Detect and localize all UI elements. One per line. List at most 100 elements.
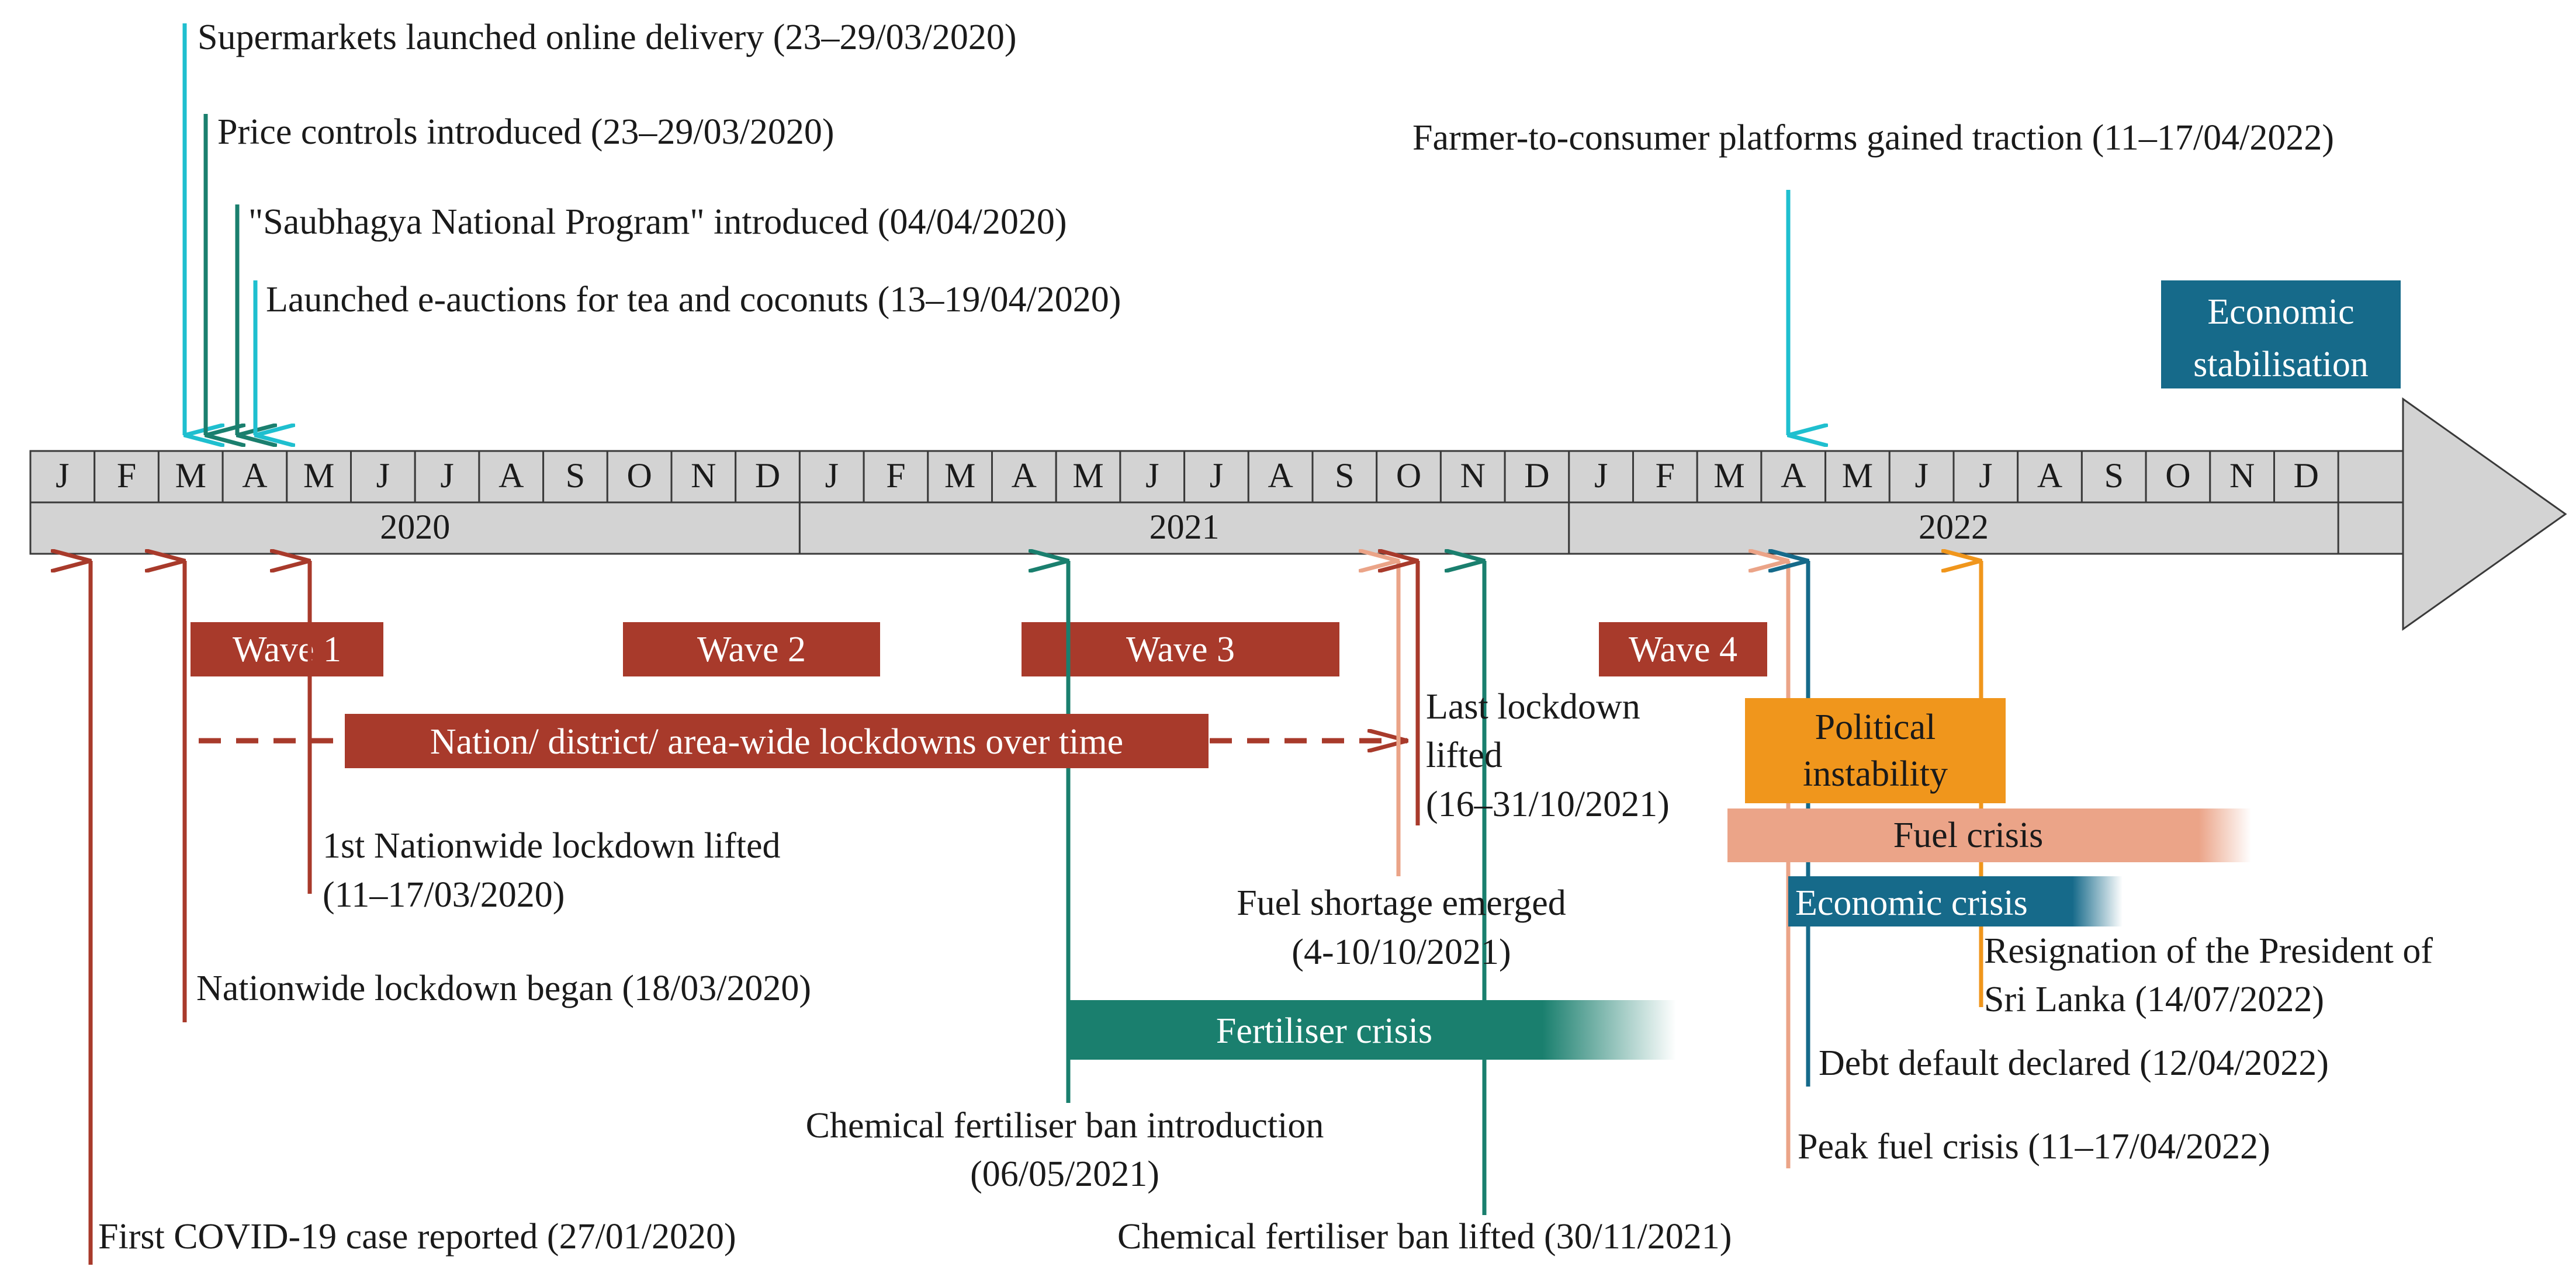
month-label: S	[566, 456, 585, 495]
month-label: S	[1335, 456, 1354, 495]
wave-2-box	[623, 622, 880, 676]
month-label: J	[1979, 456, 1992, 495]
month-cell	[1376, 450, 1442, 504]
month-cell	[863, 450, 929, 504]
month-label: N	[1460, 456, 1486, 495]
month-label: N	[2229, 456, 2255, 495]
month-label: M	[175, 456, 206, 495]
first-lifted-label-1: 1st Nationwide lockdown lifted	[323, 826, 780, 866]
crisis-bars: Fertiliser crisis Political instability …	[1068, 698, 2251, 1060]
year-row: 2020 2021 2022	[29, 501, 2339, 555]
month-label: D	[2294, 456, 2319, 495]
month-label: O	[2165, 456, 2190, 495]
month-label: S	[2104, 456, 2124, 495]
month-label: O	[1396, 456, 1421, 495]
fuel-shortage-label-1: Fuel shortage emerged	[1237, 883, 1566, 923]
farmer-platforms-label: Farmer-to-consumer platforms gained trac…	[1412, 118, 2334, 158]
month-cell	[29, 450, 96, 504]
economic-stabilisation-line1: Economic	[2207, 292, 2354, 332]
month-label: F	[117, 456, 136, 495]
last-lockdown-label-1: Last lockdown	[1426, 687, 1640, 727]
year-label: 2020	[380, 508, 450, 546]
month-cell	[478, 450, 545, 504]
year-label: 2021	[1149, 508, 1220, 546]
economic-stabilisation-box	[2161, 280, 2401, 388]
last-lockdown-label-2: lifted	[1426, 735, 1502, 775]
month-label: J	[1914, 456, 1928, 495]
timeline-end-cell-top	[2336, 450, 2404, 504]
last-lockdown-label-3: (16–31/10/2021)	[1426, 785, 1670, 824]
month-cell	[2273, 450, 2339, 504]
political-instability-line2: instability	[1803, 754, 1948, 794]
e-auctions-label: Launched e-auctions for tea and coconuts…	[266, 280, 1121, 320]
year-cell	[29, 501, 801, 555]
month-label: D	[1524, 456, 1549, 495]
event-arrows	[91, 561, 1983, 1265]
month-cell	[1055, 450, 1121, 504]
month-label: M	[1842, 456, 1873, 495]
month-cell	[735, 450, 801, 504]
first-lifted-label-2: (11–17/03/2020)	[323, 875, 565, 915]
resignation-label-1: Resignation of the President of	[1984, 931, 2433, 971]
fertiliser-crisis-label: Fertiliser crisis	[1216, 1011, 1432, 1051]
month-label: J	[56, 456, 69, 495]
fertiliser-crisis-bar	[1068, 1000, 1676, 1060]
month-cell	[1247, 450, 1314, 504]
resignation-label-2: Sri Lanka (14/07/2022)	[1984, 980, 2324, 1019]
economic-crisis-label: Economic crisis	[1795, 883, 2028, 923]
political-instability-box	[1745, 698, 2006, 803]
month-label: M	[303, 456, 334, 495]
month-label: A	[498, 456, 524, 495]
month-cell	[1439, 450, 1506, 504]
month-label: J	[376, 456, 390, 495]
lockdowns-box	[345, 714, 1209, 768]
month-label: A	[2037, 456, 2062, 495]
economic-crisis-bar	[1788, 876, 2123, 926]
month-cell	[1183, 450, 1249, 504]
month-label: J	[1594, 456, 1608, 495]
month-label: F	[1656, 456, 1675, 495]
month-cell	[94, 450, 160, 504]
waves: Wave 1 Wave 2 Wave 3 Wave 4	[191, 622, 1767, 676]
month-cell	[991, 450, 1057, 504]
fuel-crisis-bar	[1727, 808, 2251, 862]
supermarkets-label: Supermarkets launched online delivery (2…	[198, 18, 1017, 57]
wave-4-box	[1599, 622, 1767, 676]
month-label: F	[886, 456, 905, 495]
month-label: N	[691, 456, 716, 495]
month-label: M	[1713, 456, 1744, 495]
fert-ban-label-2: (06/05/2021)	[970, 1154, 1159, 1194]
lockdowns-label: Nation/ district/ area-wide lockdowns ov…	[430, 722, 1123, 762]
timeline-arrowhead	[2402, 397, 2567, 631]
month-cell	[1311, 450, 1378, 504]
month-label: A	[1012, 456, 1037, 495]
year-label: 2022	[1919, 508, 1989, 546]
lockdown-began-label: Nationwide lockdown began (18/03/2020)	[196, 969, 811, 1008]
debt-default-label: Debt default declared (12/04/2022)	[1819, 1043, 2329, 1083]
fuel-crisis-label: Fuel crisis	[1893, 816, 2044, 855]
year-cell	[798, 501, 1570, 555]
saubhagya-label: "Saubhagya National Program" introduced …	[248, 202, 1067, 242]
wave-1-label: Wave 1	[233, 630, 341, 669]
month-label: A	[1781, 456, 1806, 495]
wave-4-label: Wave 4	[1629, 630, 1737, 669]
timeline-end-cell-bottom	[2336, 501, 2404, 555]
wave-2-label: Wave 2	[697, 630, 806, 669]
month-label: M	[1072, 456, 1103, 495]
fert-ban-label-1: Chemical fertiliser ban introduction	[806, 1106, 1324, 1146]
month-label: J	[1145, 456, 1159, 495]
wave-3-box	[1022, 622, 1339, 676]
month-label: A	[1268, 456, 1293, 495]
month-label: M	[944, 456, 975, 495]
month-label: J	[1210, 456, 1223, 495]
month-label: A	[242, 456, 267, 495]
peak-fuel-label: Peak fuel crisis (11–17/04/2022)	[1798, 1127, 2270, 1167]
month-cell	[606, 450, 673, 504]
top-events: Supermarkets launched online delivery (2…	[182, 18, 2401, 435]
fuel-shortage-label-2: (4-10/10/2021)	[1292, 932, 1511, 972]
month-label: J	[440, 456, 453, 495]
month-label: O	[626, 456, 652, 495]
